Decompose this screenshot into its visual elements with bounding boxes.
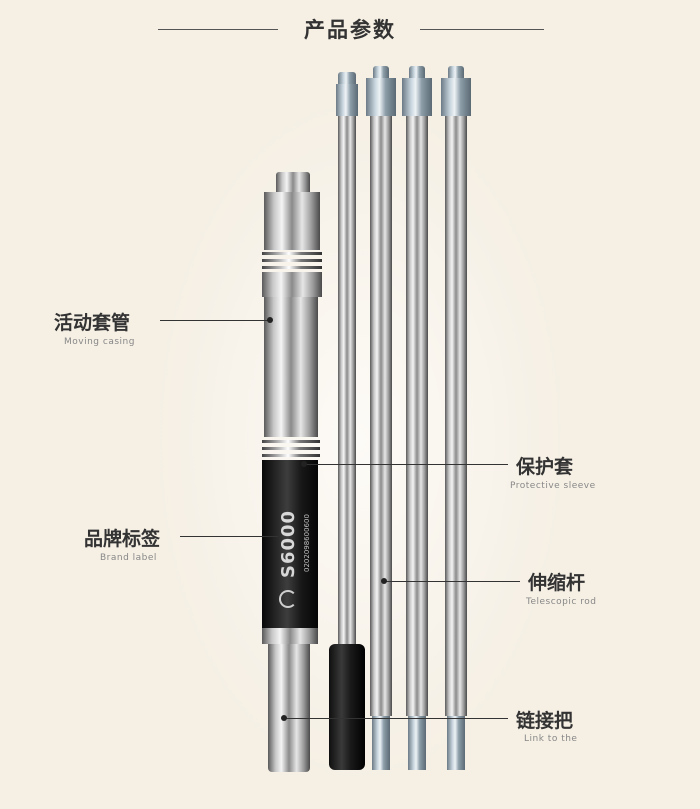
callout-moving-casing-leader: [160, 320, 270, 321]
callout-telescopic-rod-dot: [381, 578, 387, 584]
rod-top-tip: [338, 72, 356, 86]
callout-moving-casing-dot: [267, 317, 273, 323]
rod-top-tip: [373, 66, 389, 80]
rod-bottom-connector: [408, 716, 426, 770]
header-rule-left: [158, 29, 278, 30]
rod-shaft: [370, 116, 392, 716]
handle-ring: [262, 252, 322, 255]
brand-logo-icon: [279, 590, 297, 608]
callout-moving-casing-sub: Moving casing: [64, 337, 135, 347]
callout-protective-sleeve-leader: [304, 464, 508, 465]
callout-protective-sleeve-dot: [301, 461, 307, 467]
callout-brand-label-sub: Brand label: [100, 553, 157, 563]
rod-top-cap: [441, 78, 471, 116]
rod-bottom-connector: [372, 716, 390, 770]
brand-fine-print: 0202098600600: [303, 514, 311, 572]
callout-telescopic-rod-sub: Telescopic rod: [526, 597, 597, 607]
page-title: 产品参数: [304, 18, 396, 42]
callout-telescopic-rod-leader: [384, 581, 520, 582]
callout-telescopic-rod-label: 伸缩杆: [528, 572, 586, 594]
callout-moving-casing-label: 活动套管: [54, 312, 131, 334]
handle-collar: [262, 272, 322, 297]
callout-link-leader: [284, 718, 508, 719]
rod-shaft: [406, 116, 428, 716]
rod-top-tip: [409, 66, 425, 80]
handle-ring: [262, 259, 322, 262]
callout-brand-label-label: 品牌标签: [84, 528, 161, 550]
rod-top-cap: [402, 78, 432, 116]
brand-model-text: S6000: [278, 509, 299, 578]
handle-lower-collar: [262, 628, 318, 644]
casing-ring: [262, 447, 320, 450]
rod-grip: [329, 644, 365, 770]
callout-brand-label-leader: [180, 536, 278, 537]
callout-protective-sleeve-sub: Protective sleeve: [510, 481, 596, 491]
handle-upper-body: [264, 192, 320, 250]
callout-link-label: 链接把: [516, 710, 574, 732]
rod-top-cap: [336, 84, 358, 116]
handle-ring: [262, 266, 322, 269]
rod-bottom-connector: [447, 716, 465, 770]
header-rule-right: [420, 29, 544, 30]
handle-top-cap: [276, 172, 310, 194]
callout-link-dot: [281, 715, 287, 721]
casing-ring: [262, 454, 320, 457]
casing-ring: [262, 440, 320, 443]
rod-top-cap: [366, 78, 396, 116]
rod-shaft: [445, 116, 467, 716]
callout-protective-sleeve-label: 保护套: [516, 456, 574, 478]
moving-casing-tube: [264, 297, 318, 437]
rod-shaft: [338, 116, 356, 646]
callout-link-sub: Link to the: [524, 734, 578, 744]
rod-top-tip: [448, 66, 464, 80]
handle-link-shaft: [268, 644, 310, 772]
